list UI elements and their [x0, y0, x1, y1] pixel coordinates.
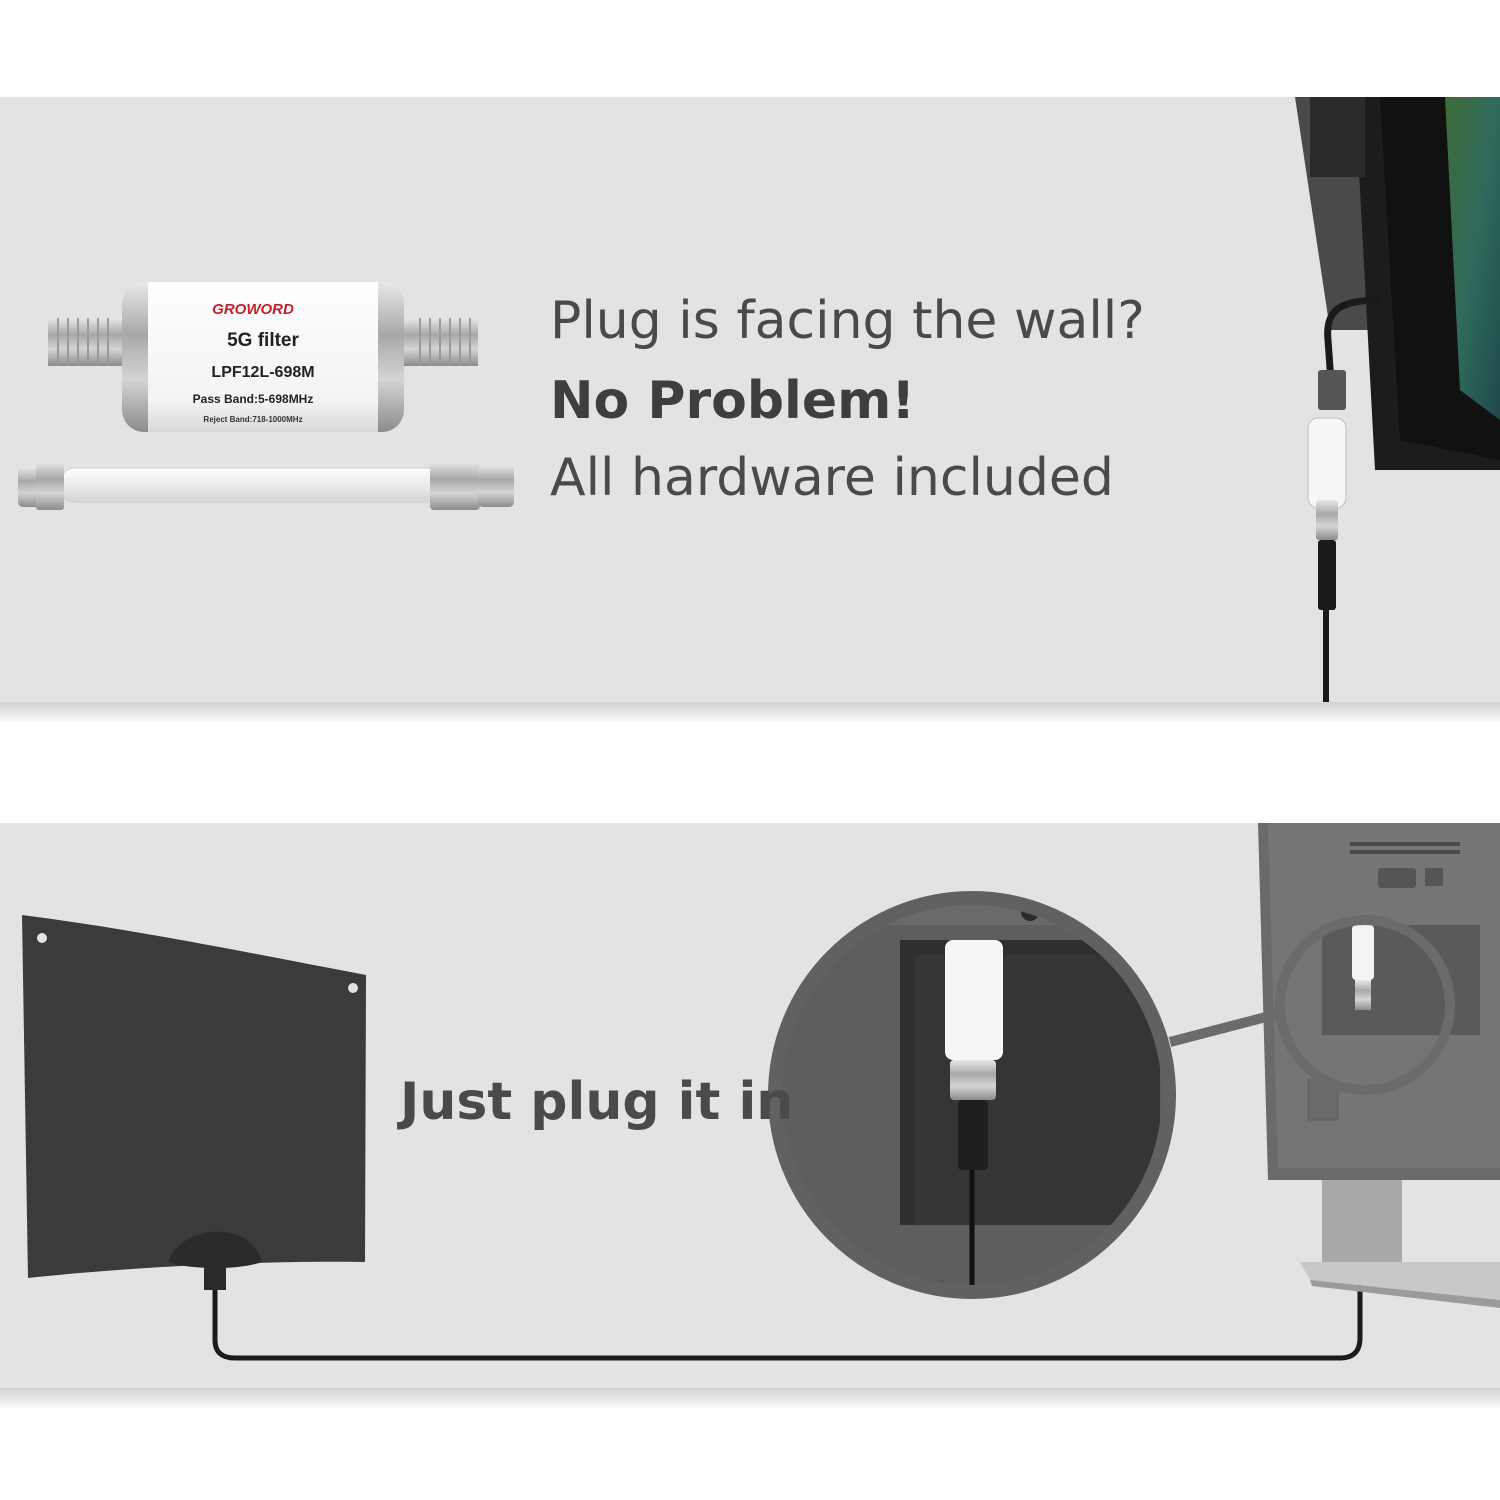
filter-product [48, 282, 478, 432]
filter-name-text: 5G filter [227, 330, 299, 351]
desk-tv [1168, 823, 1500, 1308]
filter-rejectband-text: Reject Band:718-1000MHz [203, 415, 302, 424]
headline-no-problem: No Problem! [550, 371, 916, 431]
filter-passband-text: Pass Band:5-698MHz [193, 392, 314, 406]
coax-jumper-cable [18, 462, 514, 510]
bottom-panel-shadow [0, 1388, 1500, 1410]
top-panel-shadow [0, 702, 1500, 724]
filter-model-text: LPF12L-698M [211, 364, 314, 381]
filter-brand-text: GROWORD [212, 301, 294, 318]
headline-hardware-included: All hardware included [550, 448, 1114, 508]
flat-antenna [22, 915, 1363, 1361]
wall-tv [1295, 97, 1500, 702]
headline-question: Plug is facing the wall? [550, 291, 1145, 351]
caption-just-plug-it-in: Just plug it in [400, 1072, 794, 1132]
magnified-view [768, 891, 1176, 1299]
